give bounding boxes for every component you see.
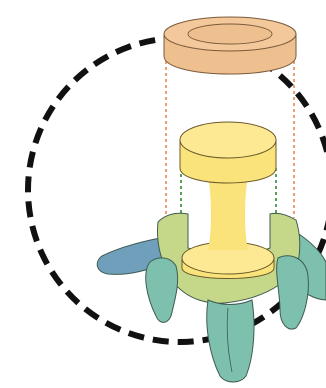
cylinder-top-face — [180, 122, 276, 158]
cylinder-waist — [208, 176, 248, 250]
intervertebral-disc-cap — [164, 17, 296, 74]
spinous-process — [207, 300, 254, 382]
disc-nucleus — [188, 24, 272, 44]
vertebral-body-cylinder — [180, 122, 276, 279]
articular-process-right — [277, 256, 309, 329]
articular-process-left — [146, 258, 178, 322]
